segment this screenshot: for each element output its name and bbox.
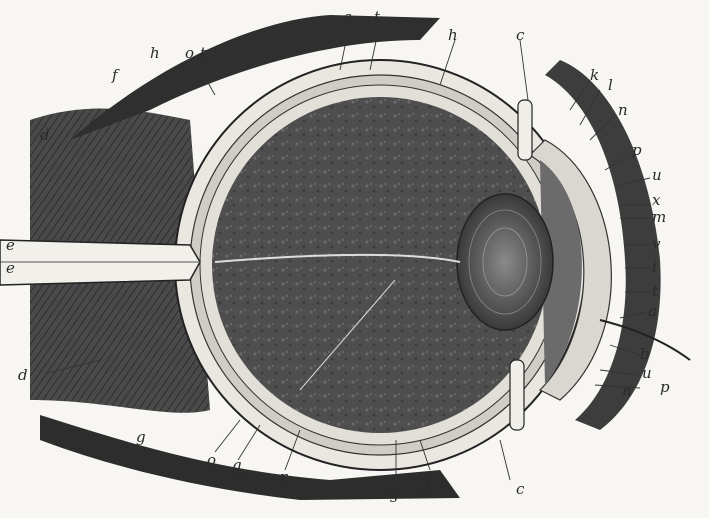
label-s-bottom: s — [390, 488, 398, 506]
label-q: q — [232, 456, 242, 474]
label-l: l — [608, 76, 613, 94]
label-g: g — [136, 428, 146, 446]
label-e-upper: e — [6, 236, 15, 254]
crystalline-lens — [457, 194, 553, 330]
label-t-upper-left: t — [200, 44, 207, 62]
label-c-bottom: c — [516, 480, 525, 498]
label-h-top: h — [448, 26, 458, 44]
label-u-lower: u — [642, 364, 652, 382]
label-p-lower: p — [660, 378, 670, 396]
orbital-fat-upper — [30, 108, 200, 250]
label-p-top: p — [632, 141, 642, 159]
label-n-top: n — [618, 101, 628, 119]
label-v: v — [652, 235, 661, 253]
label-x: x — [652, 191, 661, 209]
label-u-top: u — [652, 166, 662, 184]
label-s-top: s — [344, 8, 352, 26]
label-r: r — [280, 468, 288, 486]
label-b: b — [640, 345, 650, 363]
label-h-left: h — [150, 44, 160, 62]
label-c-top: c — [516, 26, 525, 44]
label-k: k — [590, 66, 599, 84]
label-f: f — [111, 66, 120, 84]
label-e-lower: e — [6, 259, 15, 277]
label-n-lower: n — [622, 382, 632, 400]
label-i-right: i — [652, 258, 657, 276]
label-t-top: t — [374, 8, 381, 26]
label-o-top: o — [185, 44, 194, 62]
label-d-top: d — [40, 126, 50, 144]
label-m: m — [652, 208, 666, 226]
ciliary-body-upper — [518, 100, 532, 160]
label-o-bottom: o — [207, 451, 216, 469]
ciliary-body-lower — [510, 360, 524, 430]
label-t-right: t — [652, 282, 659, 300]
label-d-lower: d — [18, 366, 28, 384]
label-a: a — [648, 302, 657, 320]
